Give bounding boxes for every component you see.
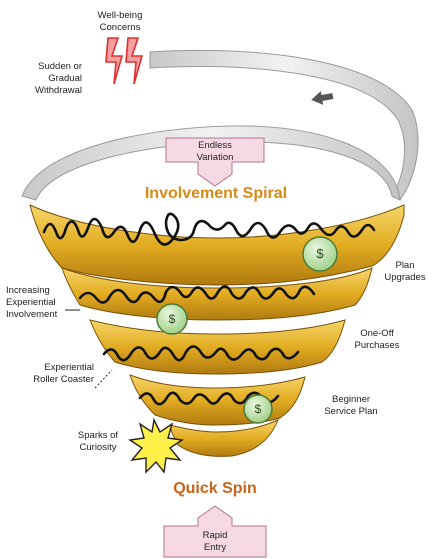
label-increasing-involvement: Increasing Experiential Involvement [6, 285, 76, 321]
title-quick-spin: Quick Spin [140, 480, 290, 498]
label-beginner-plan: Beginner Service Plan [316, 394, 386, 418]
label-roller-line1: Experiential [14, 362, 94, 374]
label-roller-coaster: Experiential Roller Coaster [14, 362, 94, 386]
label-sparks-line1: Sparks of [68, 430, 128, 442]
label-wellbeing-line1: Well-being [80, 10, 160, 22]
lightning-bolt-icon [126, 38, 142, 84]
label-wellbeing: Well-being Concerns [80, 10, 160, 34]
label-withdrawal-line2: Gradual [10, 73, 82, 85]
dollar-icon: $ [160, 311, 184, 327]
label-endless-variation: Endless Variation [166, 140, 264, 164]
label-rapid-line1: Rapid [164, 530, 266, 542]
label-withdrawal: Sudden or Gradual Withdrawal [10, 61, 82, 97]
label-sparks-line2: Curiosity [68, 442, 128, 454]
label-beginner-line2: Service Plan [316, 406, 386, 418]
label-beginner-line1: Beginner [316, 394, 386, 406]
label-plan-line2: Upgrades [378, 272, 432, 284]
dollar-icon: $ [246, 401, 270, 417]
label-endless-line1: Endless [166, 140, 264, 152]
dollar-icon: $ [308, 246, 332, 262]
label-endless-line2: Variation [166, 152, 264, 164]
title-involvement-spiral: Involvement Spiral [106, 185, 326, 203]
label-wellbeing-line2: Concerns [80, 22, 160, 34]
label-increasing-line1: Increasing [6, 285, 76, 297]
label-plan-line1: Plan [378, 260, 432, 272]
label-increasing-line2: Experiential [6, 297, 76, 309]
label-sparks-curiosity: Sparks of Curiosity [68, 430, 128, 454]
direction-arrow-icon [310, 89, 334, 107]
label-withdrawal-line3: Withdrawal [10, 85, 82, 97]
label-rapid-line2: Entry [164, 542, 266, 554]
label-roller-line2: Roller Coaster [14, 374, 94, 386]
label-oneoff-line1: One-Off [346, 328, 408, 340]
label-rapid-entry: Rapid Entry [164, 530, 266, 554]
lightning-bolt-icon [106, 38, 122, 84]
label-withdrawal-line1: Sudden or [10, 61, 82, 73]
label-plan-upgrades: Plan Upgrades [378, 260, 432, 284]
label-increasing-line3: Involvement [6, 309, 76, 321]
label-oneoff-line2: Purchases [346, 340, 408, 352]
label-one-off-purchases: One-Off Purchases [346, 328, 408, 352]
